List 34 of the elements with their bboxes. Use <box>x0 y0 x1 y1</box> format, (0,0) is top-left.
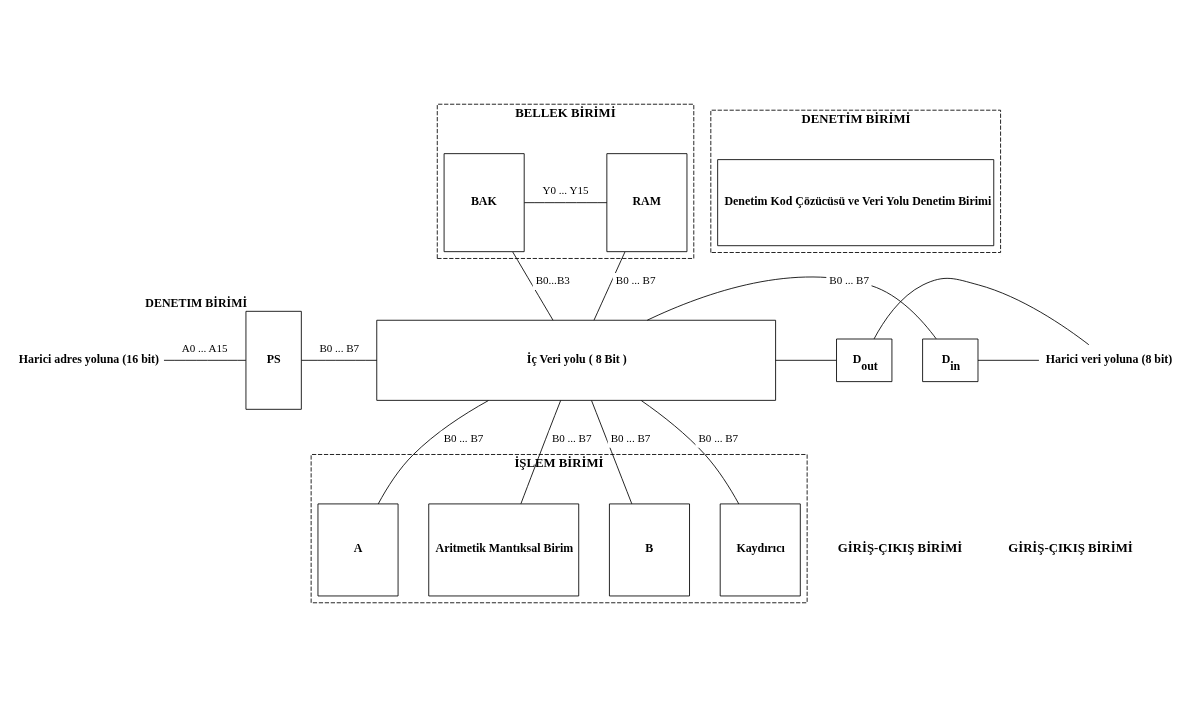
node-box: B <box>609 503 690 596</box>
node-text: Harici adres yoluna (16 bit) <box>18 351 160 366</box>
connector <box>775 359 837 361</box>
node-box: Aritmetik Mantıksal Birim <box>428 503 580 596</box>
edge-label: B0 ... B7 <box>443 431 484 444</box>
connector <box>873 277 1090 345</box>
node-box: Denetim Kod Çözücüsü ve Veri Yolu Denetim Birimi <box>717 158 995 246</box>
node-box: RAM <box>606 152 688 252</box>
edge-label: B0 ... B7 <box>319 341 360 354</box>
node-box: İç Veri yolu ( 8 Bit ) <box>376 319 777 401</box>
connector <box>512 251 554 321</box>
label: GİRİŞ-ÇIKIŞ BİRİMİ <box>837 540 963 555</box>
label: GİRİŞ-ÇIKIŞ BİRİMİ <box>1008 540 1133 555</box>
edge-label: B0 ... B7 <box>829 273 869 286</box>
edge-label: B0 ... B7 <box>551 431 592 444</box>
node-box: PS <box>245 310 302 410</box>
connector <box>593 251 626 321</box>
connector <box>977 359 1040 361</box>
connector <box>301 359 378 361</box>
connector <box>523 201 608 203</box>
edge-label: B0...B3 <box>535 273 570 286</box>
edge-label: A0 ... A15 <box>181 341 228 354</box>
connector <box>163 359 247 361</box>
connector <box>520 399 562 504</box>
edge-label: B0 ... B7 <box>610 431 651 444</box>
connector <box>591 399 633 504</box>
node-box: BAK <box>443 152 525 252</box>
edge-label: Y0 ... Y15 <box>542 183 589 196</box>
edge-label: B0 ... B7 <box>698 431 739 444</box>
node-box: A <box>317 503 399 596</box>
node-text: Harici veri yoluna (8 bit) <box>1045 351 1173 366</box>
edge-label: B0 ... B7 <box>615 273 656 286</box>
node-label: DENETIM BİRİMİ <box>145 295 248 310</box>
node-box: Kaydırıcı <box>719 503 801 596</box>
